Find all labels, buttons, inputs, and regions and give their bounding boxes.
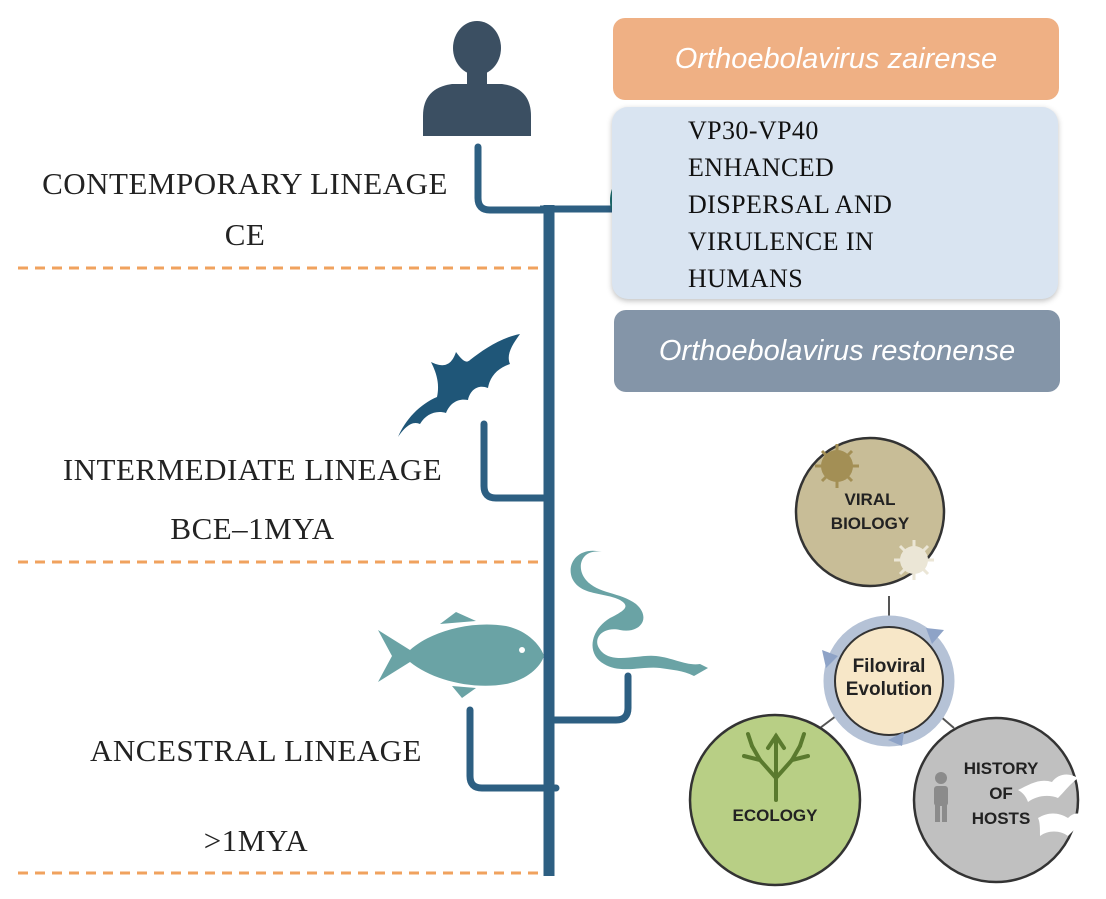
snake-icon <box>570 550 708 676</box>
evolution-label: Filoviral Evolution <box>829 655 949 701</box>
hosts-label-line-1: HISTORY <box>963 759 1039 778</box>
tree-icon <box>742 732 810 802</box>
hosts-label-line-3: HOSTS <box>971 809 1031 828</box>
virulence-line-2: ENHANCED <box>688 153 835 182</box>
virulence-text: VP30-VP40 ENHANCED DISPERSAL AND VIRULEN… <box>688 112 968 297</box>
virulence-line-5: HUMANS <box>688 264 804 293</box>
hosts-label-line-2: OF <box>989 784 1013 803</box>
branch-human <box>474 143 550 214</box>
evolution-label-line-1: Filoviral <box>852 656 926 677</box>
bat-icon <box>398 334 520 437</box>
cycle-connector-ecology <box>819 715 837 729</box>
hosts-circle <box>912 716 1080 884</box>
contemporary-era-label: CE <box>224 217 266 252</box>
ecology-label: ECOLOGY <box>732 806 818 825</box>
branch-snake <box>550 672 632 724</box>
contemporary-lineage-label: CONTEMPORARY LINEAGE <box>42 166 448 201</box>
cycle-arrows-icon <box>822 628 944 746</box>
virulence-box <box>612 107 1058 299</box>
branch-fish <box>466 706 560 792</box>
species-restonense-label: Orthoebolavirus restonense <box>658 334 1016 367</box>
species-zairense-label: Orthoebolavirus zairense <box>674 42 998 75</box>
viral-label-line-1: VIRAL <box>844 490 896 509</box>
species-box-zairense: Orthoebolavirus zairense <box>613 18 1059 100</box>
evolution-label-line-2: Evolution <box>845 679 933 700</box>
evolution-circle <box>834 626 944 736</box>
virus-icon <box>815 444 934 580</box>
viral-label-line-2: BIOLOGY <box>830 514 910 533</box>
fish-icon <box>378 612 544 698</box>
intermediate-lineage-label: INTERMEDIATE LINEAGE <box>62 452 443 487</box>
person-icon <box>423 21 531 136</box>
intermediate-era-label: BCE–1MYA <box>170 511 335 546</box>
ancestral-lineage-label: ANCESTRAL LINEAGE <box>90 733 422 768</box>
virulence-line-3: DISPERSAL AND <box>688 190 893 219</box>
bats-icon <box>1018 774 1086 836</box>
virulence-line-4: VIRULENCE IN <box>688 227 875 256</box>
viral-biology-label: VIRAL BIOLOGY <box>800 488 940 536</box>
ancestral-era-label: >1MYA <box>203 823 309 858</box>
human-icon <box>934 772 948 822</box>
species-box-restonense: Orthoebolavirus restonense <box>614 310 1060 392</box>
hosts-label: HISTORY OF HOSTS <box>946 756 1056 831</box>
evolution-circle-ring <box>823 615 955 747</box>
branch-bat <box>480 420 550 502</box>
virulence-line-1: VP30-VP40 <box>688 116 819 145</box>
